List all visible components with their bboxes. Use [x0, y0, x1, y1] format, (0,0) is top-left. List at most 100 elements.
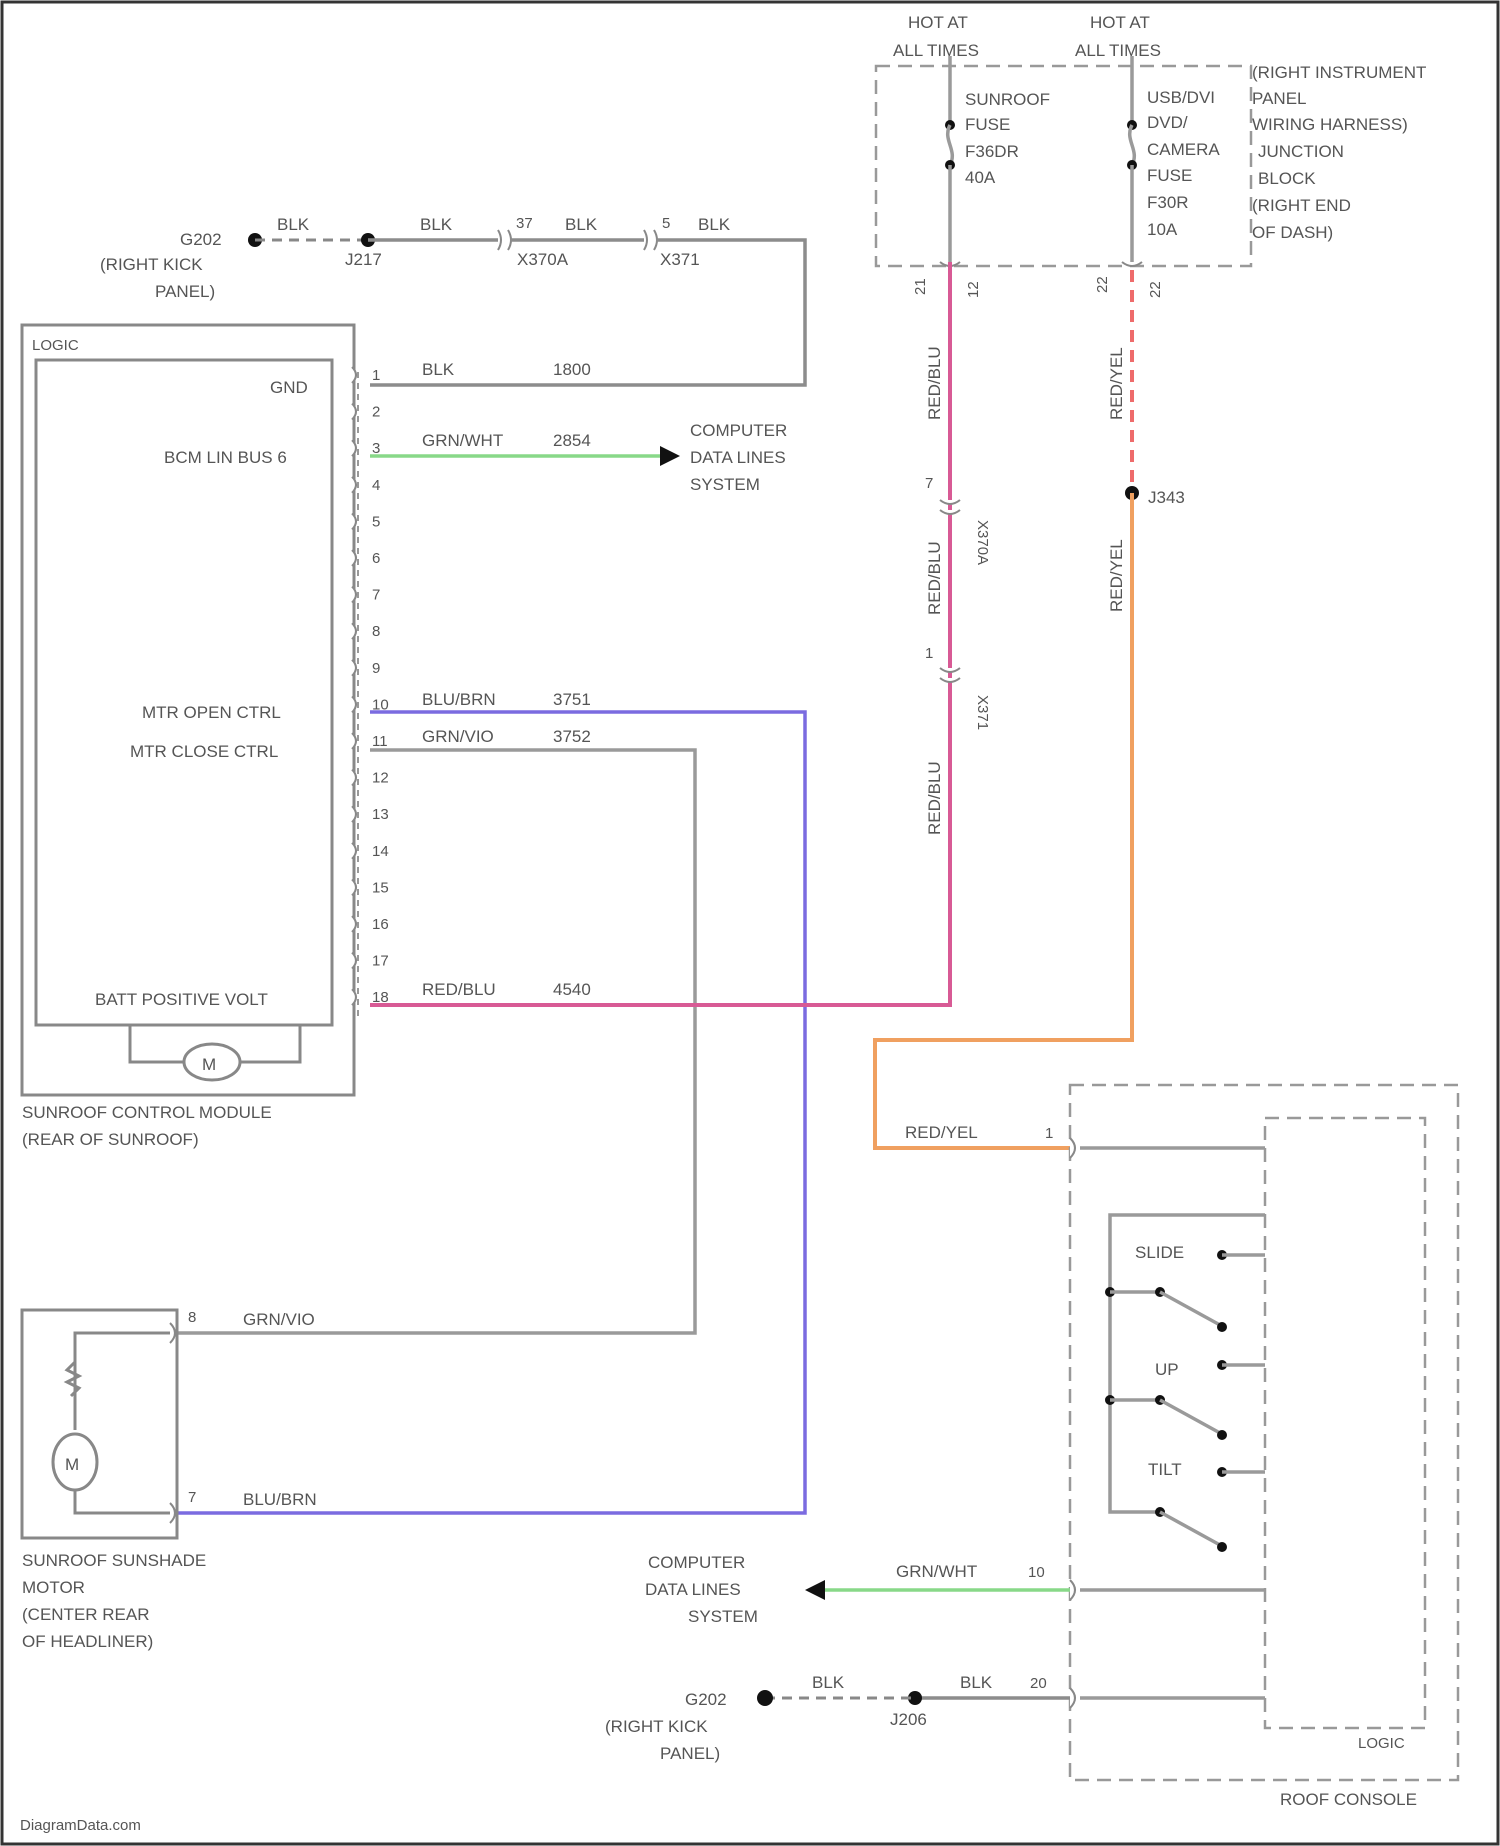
redyel-a: RED/YEL [1107, 347, 1126, 420]
module-pin-4: 4 [372, 477, 380, 494]
redyel-pin: 1 [1045, 1125, 1053, 1142]
top-blk-3: BLK [565, 215, 598, 234]
fuse-left-line2: FUSE [965, 115, 1010, 134]
x370a-top: X370A [517, 250, 569, 269]
module-pin-13: 13 [372, 806, 389, 823]
fuse-right-line3: CAMERA [1147, 140, 1220, 159]
redyel-b: RED/YEL [1107, 539, 1126, 612]
module-pin-6: 6 [372, 550, 380, 567]
j217-label: J217 [345, 250, 382, 269]
panel-label-5: BLOCK [1258, 169, 1316, 188]
pin-left-b: 12 [965, 281, 982, 298]
roof-gnd-blk1: BLK [812, 1673, 845, 1692]
module-pin-1: 1 [372, 367, 380, 384]
module-pin-8: 8 [372, 623, 380, 640]
w18-color: RED/BLU [422, 980, 496, 999]
switch-tilt-label: TILT [1148, 1460, 1182, 1479]
switch-slide [1160, 1292, 1220, 1325]
module-lin-label: BCM LIN BUS 6 [164, 448, 287, 467]
cdl-top-1: COMPUTER [690, 421, 787, 440]
top-blk-1: BLK [277, 215, 310, 234]
fuse-left-line4: 40A [965, 168, 996, 187]
wire-red-blu [370, 262, 950, 1005]
cdl-top-2: DATA LINES [690, 448, 786, 467]
redblu-b: RED/BLU [925, 541, 944, 615]
pin-right-b: 22 [1147, 281, 1164, 298]
panel-label-6: (RIGHT END [1252, 196, 1351, 215]
shade-name-2: MOTOR [22, 1578, 85, 1597]
sunshade-motor: M 8 GRN/VIO 7 BLU/BRN SUNROOF SUNSHADE M… [22, 1309, 317, 1651]
wire-grn-vio [178, 750, 695, 1333]
watermark: DiagramData.com [20, 1817, 141, 1834]
module-pin-15: 15 [372, 879, 389, 896]
w11-ckt: 3752 [553, 727, 591, 746]
x370a-vert: X370A [974, 520, 991, 565]
panel-label-1: (RIGHT INSTRUMENT [1252, 63, 1426, 82]
wire-blu-brn [178, 712, 805, 1513]
fuse-right-line6: 10A [1147, 220, 1178, 239]
w18-ckt: 4540 [553, 980, 591, 999]
g202-bottom-loc-2: PANEL) [660, 1744, 720, 1763]
junction-block: HOT AT ALL TIMES HOT AT ALL TIMES SUNROO… [876, 13, 1426, 298]
module-gnd-label: GND [270, 378, 308, 397]
module-pin-17: 17 [372, 953, 389, 970]
switch-up [1160, 1400, 1220, 1433]
sunroof-control-module: LOGIC GND BCM LIN BUS 6 MTR OPEN CTRL MT… [22, 325, 591, 1149]
w10-ckt: 3751 [553, 690, 591, 709]
x370a-vert-pin: 7 [925, 475, 933, 492]
x370a-pin: 37 [516, 215, 533, 232]
shade-motor-breaker [67, 1362, 79, 1396]
module-close-label: MTR CLOSE CTRL [130, 742, 278, 761]
panel-label-3: WIRING HARNESS) [1252, 115, 1408, 134]
module-name-1: SUNROOF CONTROL MODULE [22, 1103, 272, 1122]
g202-top-loc-2: PANEL) [155, 282, 215, 301]
pin-left-a: 21 [912, 278, 929, 295]
x371-pin: 5 [662, 215, 670, 232]
module-batt-label: BATT POSITIVE VOLT [95, 990, 268, 1009]
cdl-bottom-pin: 10 [1028, 1564, 1045, 1581]
shade-pin-top: 8 [188, 1309, 196, 1326]
g202-bottom-dot [757, 1690, 773, 1706]
module-pin-7: 7 [372, 587, 380, 604]
w10-color: BLU/BRN [422, 690, 496, 709]
hot-label-left-2: ALL TIMES [893, 41, 979, 60]
roof-gnd-pin: 20 [1030, 1675, 1047, 1692]
roof-console: LOGIC ROOF CONSOLE SLIDE UP TILT [605, 1085, 1458, 1809]
cdl-bottom-3: SYSTEM [688, 1607, 758, 1626]
module-pin-14: 14 [372, 843, 389, 860]
fuse-left-line3: F36DR [965, 142, 1019, 161]
panel-label-4: JUNCTION [1258, 142, 1344, 161]
g202-bottom-loc-1: (RIGHT KICK [605, 1717, 708, 1736]
panel-label-7: OF DASH) [1252, 223, 1333, 242]
w3-color: GRN/WHT [422, 431, 503, 450]
cdl-bottom-color: GRN/WHT [896, 1562, 977, 1581]
cdl-top-3: SYSTEM [690, 475, 760, 494]
roof-console-logic [1265, 1118, 1425, 1728]
module-open-label: MTR OPEN CTRL [142, 703, 281, 722]
shade-name-3: (CENTER REAR [22, 1605, 150, 1624]
hot-label-left-1: HOT AT [908, 13, 968, 32]
redblu-a: RED/BLU [925, 346, 944, 420]
top-blk-2: BLK [420, 215, 453, 234]
redyel-c: RED/YEL [905, 1123, 978, 1142]
x371-vert-pin: 1 [925, 645, 933, 662]
cdl-bottom-arrow [805, 1580, 825, 1600]
shade-motor-label: M [65, 1455, 79, 1474]
w1-color: BLK [422, 360, 455, 379]
switch-slide-label: SLIDE [1135, 1243, 1184, 1262]
wire-red-yel [875, 493, 1132, 1148]
fuse-left-line1: SUNROOF [965, 90, 1050, 109]
w1-ckt: 1800 [553, 360, 591, 379]
shade-wire-top: GRN/VIO [243, 1310, 315, 1329]
module-pin-12: 12 [372, 770, 389, 787]
g202-top-loc-1: (RIGHT KICK [100, 255, 203, 274]
module-pin-11: 11 [372, 733, 388, 750]
shade-name-1: SUNROOF SUNSHADE [22, 1551, 206, 1570]
w3-ckt: 2854 [553, 431, 591, 450]
switch-up-label: UP [1155, 1360, 1179, 1379]
j343-label: J343 [1148, 488, 1185, 507]
fuse-right-line5: F30R [1147, 193, 1189, 212]
x371-vert: X371 [974, 695, 991, 730]
